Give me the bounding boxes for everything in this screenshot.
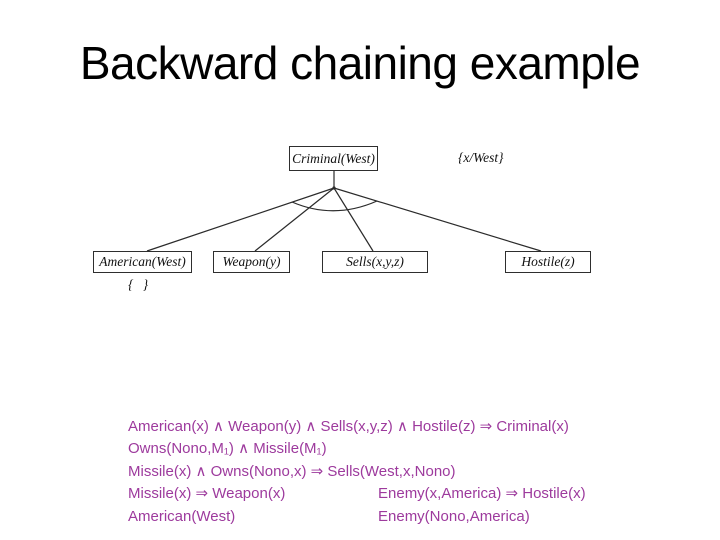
kb-rule-row: Owns(Nono,M₁) ∧ Missile(M₁) [128, 438, 688, 460]
kb-rule-text: American(x) ∧ Weapon(y) ∧ Sells(x,y,z) ∧… [128, 418, 569, 435]
tree-node-criminal: Criminal(West) [289, 146, 378, 171]
kb-rule-text: American(West) [128, 507, 236, 525]
substitution-label-root: {x/West} [458, 150, 504, 165]
kb-rule-row: Missile(x) ⇒ Weapon(x) Enemy(x,America) ⇒… [128, 483, 688, 505]
edge-to-american [146, 187, 335, 252]
tree-node-hostile: Hostile(z) [505, 251, 591, 273]
tree-node-sells: Sells(x,y,z) [322, 251, 428, 273]
junction-dot [332, 186, 336, 190]
substitution-label-american: { } [128, 277, 152, 292]
kb-rule-text: Owns(Nono,M₁) ∧ Missile(M₁) [128, 440, 327, 458]
kb-rule-row: American(x) ∧ Weapon(y) ∧ Sells(x,y,z) ∧… [128, 416, 688, 438]
and-arc [291, 200, 378, 212]
edge-to-weapon [254, 187, 335, 252]
kb-rule-text: Missile(x) ∧ Owns(Nono,x) ⇒ Sells(West,x… [128, 462, 456, 480]
tree-node-american: American(West) [93, 251, 192, 273]
kb-rule-row: American(West) Enemy(Nono,America) [128, 506, 688, 528]
kb-rule-text: Enemy(x,America) ⇒ Hostile(x) [378, 485, 586, 503]
knowledge-base: American(x) ∧ Weapon(y) ∧ Sells(x,y,z) ∧… [128, 416, 688, 528]
tree-node-weapon: Weapon(y) [213, 251, 290, 273]
kb-rule-text: Missile(x) ⇒ Weapon(x) [128, 485, 286, 503]
edge-to-hostile [333, 187, 542, 252]
kb-rule-row: Missile(x) ∧ Owns(Nono,x) ⇒ Sells(West,x… [128, 461, 688, 483]
kb-rule-text: Enemy(Nono,America) [378, 507, 530, 525]
page-title: Backward chaining example [79, 37, 641, 89]
edge-to-sells [333, 187, 374, 252]
